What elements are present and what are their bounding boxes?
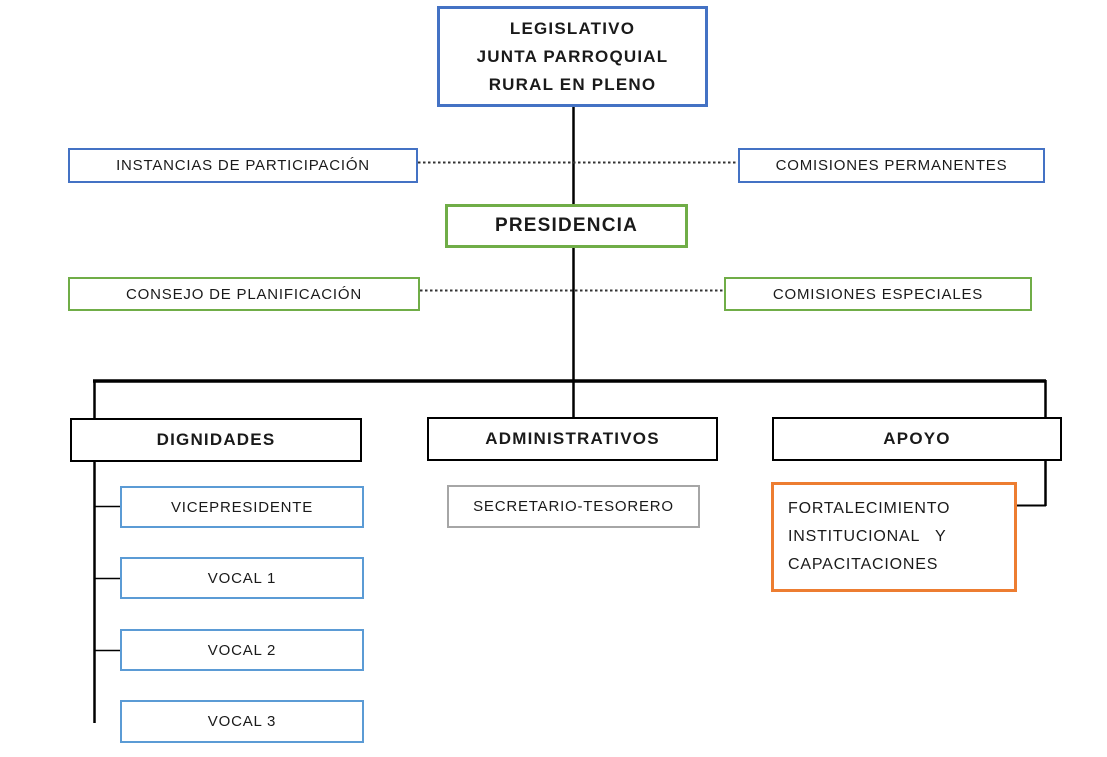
node-label: CONSEJO DE PLANIFICACIÓN [126,285,362,303]
node-comisiones-permanentes: COMISIONES PERMANENTES [738,148,1045,183]
node-secretario-tesorero: SECRETARIO-TESORERO [447,485,700,528]
node-vocal-3: VOCAL 3 [120,700,364,743]
node-vocal-2: VOCAL 2 [120,629,364,671]
node-instancias-de-participacion: INSTANCIAS DE PARTICIPACIÓN [68,148,418,183]
node-label: ADMINISTRATIVOS [485,429,660,448]
node-apoyo: APOYO [772,417,1062,461]
node-label: PRESIDENCIA [494,215,639,236]
node-label: FORTALECIMIENTO [788,500,951,517]
node-label: CAPACITACIONES [788,556,939,573]
node-label: LEGISLATIVO [509,18,636,38]
node-consejo-de-planificacion: CONSEJO DE PLANIFICACIÓN [68,277,420,311]
node-label: VOCAL 1 [207,569,277,587]
node-label: VOCAL 3 [207,713,277,730]
node-vicepresidente: VICEPRESIDENTE [120,486,364,528]
node-vocal-1: VOCAL 1 [120,557,364,599]
node-administrativos: ADMINISTRATIVOS [427,417,718,461]
node-presidencia: PRESIDENCIA [445,204,688,248]
node-label: INSTANCIAS DE PARTICIPACIÓN [116,157,370,174]
node-label: JUNTA PARROQUIAL [476,46,669,66]
node-label: INSTITUCIONAL Y [788,528,947,545]
node-label: RURAL EN PLENO [488,74,657,94]
node-fortalecimiento-institucional-y-capacitaciones: FORTALECIMIENTO INSTITUCIONAL Y CAPACITA… [771,482,1017,592]
node-comisiones-especiales: COMISIONES ESPECIALES [724,277,1032,311]
node-dignidades: DIGNIDADES [70,418,362,462]
node-label: APOYO [883,429,951,448]
node-label: COMISIONES ESPECIALES [772,285,984,303]
node-label: COMISIONES PERMANENTES [775,157,1008,174]
node-label: VICEPRESIDENTE [170,498,314,516]
node-legislativo-junta-parroquial: LEGISLATIVO JUNTA PARROQUIAL RURAL EN PL… [437,6,708,107]
node-label: DIGNIDADES [156,430,276,449]
node-label: VOCAL 2 [207,641,277,659]
node-label: SECRETARIO-TESORERO [473,498,674,515]
